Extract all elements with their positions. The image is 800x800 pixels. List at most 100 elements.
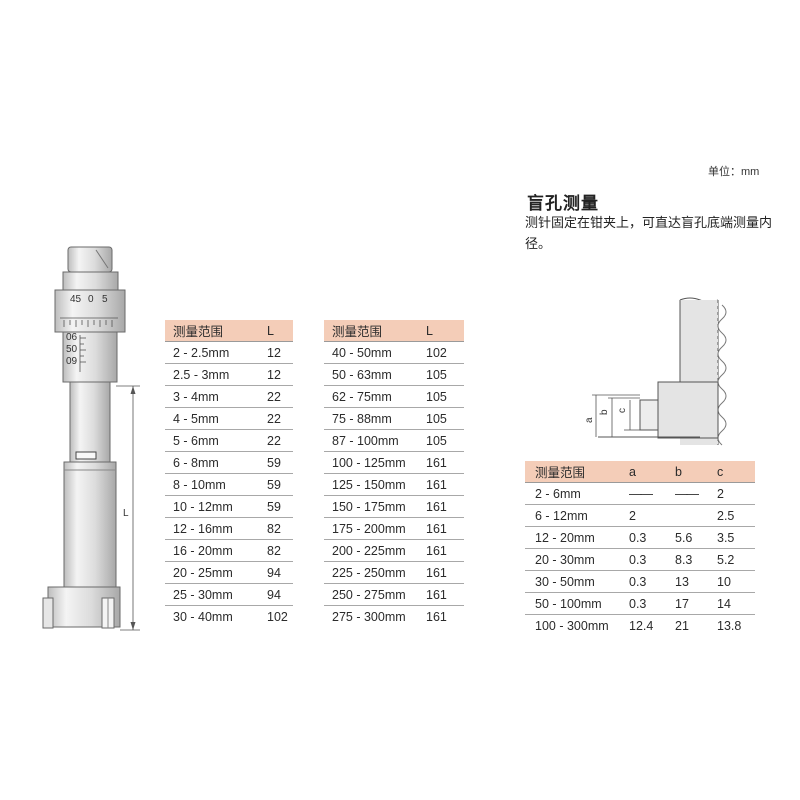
header-length: L: [418, 320, 464, 342]
range-cell: 100 - 300mm: [535, 618, 609, 633]
range-cell: 16 - 20mm: [165, 539, 259, 562]
b-cell: 8.3: [665, 548, 707, 571]
range-cell: 50 - 100mm: [525, 592, 619, 615]
length-cell: 102: [267, 609, 288, 624]
range-cell: 12 - 20mm: [525, 526, 619, 549]
range-cell: 30 - 50mm: [525, 570, 619, 593]
c-cell: 10: [707, 570, 755, 593]
range-cell: 2 - 2.5mm: [165, 341, 259, 364]
c-cell: 5.2: [707, 548, 755, 571]
section-title: 盲孔测量: [527, 194, 599, 213]
range-cell: 2 - 6mm: [525, 482, 619, 505]
header-length: L: [259, 320, 293, 342]
range-cell: 200 - 225mm: [324, 539, 418, 562]
b-cell: 21: [675, 618, 689, 633]
length-cell: 161: [418, 583, 464, 606]
length-label: L: [123, 508, 129, 519]
header-range: 测量范围: [324, 320, 418, 342]
length-cell: 59: [259, 495, 293, 518]
range-cell: 40 - 50mm: [324, 341, 418, 364]
range-cell: 20 - 25mm: [165, 561, 259, 584]
length-cell: 161: [418, 495, 464, 518]
svg-text:45: 45: [70, 294, 82, 305]
header-range: 测量范围: [165, 320, 259, 342]
svg-text:0: 0: [88, 294, 94, 305]
length-cell: 161: [418, 539, 464, 562]
header-b: b: [665, 461, 707, 483]
range-cell: 250 - 275mm: [324, 583, 418, 606]
a-cell: 0.3: [619, 592, 665, 615]
svg-text:5: 5: [102, 294, 108, 305]
dimension-c-label: c: [617, 408, 628, 413]
svg-text:50: 50: [66, 344, 78, 355]
b-cell: ——: [665, 482, 707, 505]
range-cell: 30 - 40mm: [173, 609, 233, 624]
length-cell: 22: [259, 429, 293, 452]
svg-text:09: 09: [66, 356, 78, 367]
length-cell: 82: [259, 517, 293, 540]
range-cell: 10 - 12mm: [165, 495, 259, 518]
table-row: 2 - 6mm————2: [525, 482, 755, 505]
length-cell: 105: [418, 429, 464, 452]
range-cell: 87 - 100mm: [324, 429, 418, 452]
range-cell: 225 - 250mm: [324, 561, 418, 584]
table-row: 30 - 40mm 102: [165, 606, 293, 628]
range-cell: 3 - 4mm: [165, 385, 259, 408]
dimension-a-label: a: [584, 417, 595, 423]
range-cell: 100 - 125mm: [324, 451, 418, 474]
b-cell: 5.6: [665, 526, 707, 549]
c-cell: 13.8: [717, 618, 742, 633]
length-cell: 22: [259, 385, 293, 408]
c-cell: 2.5: [707, 504, 755, 527]
length-cell: 105: [418, 407, 464, 430]
range-cell: 25 - 30mm: [165, 583, 259, 606]
micrometer-drawing: 45 0 5 06 50 09 L: [42, 246, 140, 631]
range-cell: 6 - 12mm: [525, 504, 619, 527]
range-cell: 12 - 16mm: [165, 517, 259, 540]
range-cell: 50 - 63mm: [324, 363, 418, 386]
length-cell: 105: [418, 363, 464, 386]
c-cell: 3.5: [707, 526, 755, 549]
a-cell: 0.3: [619, 570, 665, 593]
range-cell: 150 - 175mm: [324, 495, 418, 518]
length-cell: 94: [259, 561, 293, 584]
length-cell: 12: [259, 363, 293, 386]
length-cell: 12: [259, 341, 293, 364]
c-cell: 14: [707, 592, 755, 615]
a-cell: 0.3: [619, 526, 665, 549]
range-cell: 275 - 300mm: [332, 609, 406, 624]
a-cell: 0.3: [619, 548, 665, 571]
length-cell: 102: [418, 341, 464, 364]
length-cell: 161: [418, 473, 464, 496]
length-cell: 59: [259, 473, 293, 496]
b-cell: [665, 504, 707, 527]
